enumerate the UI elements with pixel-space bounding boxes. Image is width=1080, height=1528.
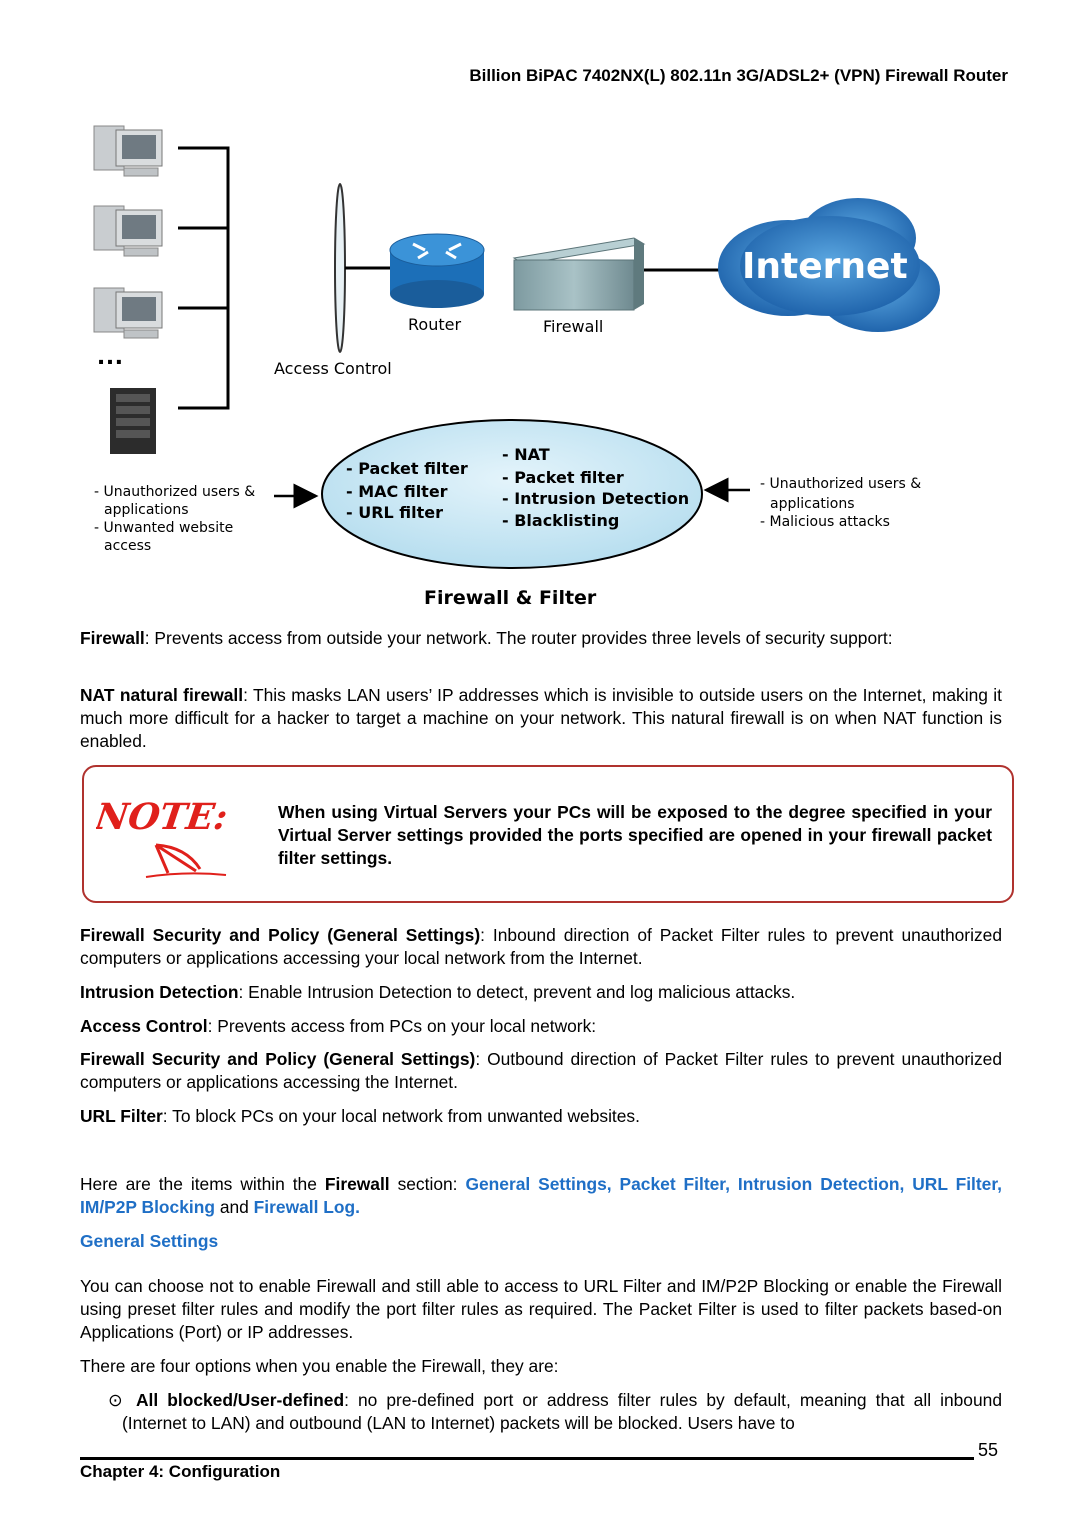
- right-note-line-3: - Malicious attacks: [760, 514, 890, 530]
- router-icon: [389, 233, 485, 308]
- ellipse-left-item-3: - URL filter: [346, 503, 443, 522]
- paragraph-items: Here are the items within the Firewall s…: [80, 1173, 1002, 1219]
- paragraph-url-filter: URL Filter: To block PCs on your local n…: [80, 1105, 1002, 1128]
- text-fsp-outbound: : Outbound direction of Packet Filter ru…: [80, 1049, 1003, 1092]
- diagram-caption: Firewall & Filter: [424, 587, 597, 609]
- term-nat: NAT natural firewall: [80, 685, 244, 705]
- text-all-blocked: : no pre-defined port or address filter …: [122, 1390, 1002, 1433]
- ellipse-right-item-3: - Intrusion Detection: [502, 489, 689, 508]
- ellipse-left-item-1: - Packet filter: [346, 459, 468, 478]
- firewall-diagram: … Access Control Router Firewall Inter: [93, 125, 940, 609]
- left-note-line-1: - Unauthorized users &: [94, 484, 255, 500]
- term-access-control: Access Control: [80, 1016, 208, 1036]
- page-header-title: Billion BiPAC 7402NX(L) 802.11n 3G/ADSL2…: [469, 66, 1008, 85]
- left-note-line-4: access: [104, 538, 151, 554]
- text-url-filter: : To block PCs on your local network fro…: [162, 1106, 640, 1126]
- pc-icon-2: [93, 205, 163, 257]
- paragraph-access-control: Access Control: Prevents access from PCs…: [80, 1015, 1002, 1038]
- term-firewall: Firewall: [80, 628, 145, 648]
- right-note-line-1: - Unauthorized users &: [760, 476, 921, 492]
- items-firewall: Firewall: [324, 1174, 390, 1194]
- note-logo-text: NOTE:: [96, 795, 230, 838]
- text-access-control: : Prevents access from PCs on your local…: [207, 1016, 597, 1036]
- ellipse-left-item-2: - MAC filter: [346, 482, 448, 501]
- left-notes: - Unauthorized users & applications - Un…: [94, 484, 255, 554]
- paragraph-nat: NAT natural firewall: This masks LAN use…: [80, 684, 1002, 753]
- text-intrusion-detection: : Enable Intrusion Detection to detect, …: [238, 982, 796, 1002]
- bullet-all-blocked: ⊙ All blocked/User-defined: no pre-defin…: [108, 1389, 1002, 1435]
- items-and: and: [214, 1197, 254, 1217]
- filter-ellipse: [321, 419, 703, 569]
- server-icon: [110, 388, 156, 454]
- paragraph-intrusion-detection: Intrusion Detection: Enable Intrusion De…: [80, 981, 1002, 1004]
- access-control-label: Access Control: [274, 359, 392, 378]
- paragraph-fsp-inbound: Firewall Security and Policy (General Se…: [80, 924, 1002, 970]
- note-text: When using Virtual Servers your PCs will…: [278, 802, 992, 868]
- router-label: Router: [408, 315, 461, 334]
- text-fsp-inbound: : Inbound direction of Packet Filter rul…: [80, 925, 1003, 968]
- page-number: 55: [978, 1440, 999, 1460]
- internet-cloud-icon: [718, 198, 940, 332]
- term-url-filter: URL Filter: [80, 1106, 163, 1126]
- paragraph-fsp-outbound: Firewall Security and Policy (General Se…: [80, 1048, 1002, 1094]
- paragraph-four-options: There are four options when you enable t…: [80, 1356, 559, 1376]
- section-title-general-settings: General Settings: [80, 1231, 219, 1251]
- ellipse-right-item-4: - Blacklisting: [502, 511, 619, 530]
- left-note-line-3: - Unwanted website: [94, 520, 233, 536]
- items-links[interactable]: General Settings, Packet Filter, Intrusi…: [80, 1174, 1002, 1217]
- footer-chapter: Chapter 4: Configuration: [80, 1462, 281, 1481]
- items-pre: Here are the items within the: [80, 1174, 325, 1194]
- paragraph-firewall: Firewall: Prevents access from outside y…: [80, 627, 1002, 650]
- firewall-label: Firewall: [543, 317, 603, 336]
- right-notes: - Unauthorized users & applications - Ma…: [760, 476, 921, 530]
- pc-icon-1: [93, 125, 163, 177]
- ellipsis-text: …: [96, 339, 124, 370]
- access-control-bar: [334, 183, 346, 353]
- left-note-line-2: applications: [104, 502, 189, 518]
- bullet-icon: ⊙: [108, 1390, 123, 1410]
- ellipse-items: - Packet filter - MAC filter - URL filte…: [346, 445, 689, 530]
- items-mid: section:: [389, 1174, 466, 1194]
- internet-label: Internet: [742, 246, 908, 287]
- note-box: NOTE: When using Virtual Servers your PC…: [82, 765, 1014, 903]
- text-firewall: : Prevents access from outside your netw…: [144, 628, 893, 648]
- term-fsp-inbound: Firewall Security and Policy (General Se…: [80, 925, 481, 945]
- term-all-blocked: All blocked/User-defined: [136, 1390, 345, 1410]
- lan-lines: [178, 146, 230, 410]
- paragraph-general: You can choose not to enable Firewall an…: [80, 1276, 1002, 1342]
- ellipse-right-item-1: - NAT: [502, 445, 550, 464]
- text-nat: : This masks LAN users’ IP addresses whi…: [80, 685, 1002, 751]
- right-note-line-2: applications: [770, 496, 855, 512]
- pc-icon-3: [93, 287, 163, 339]
- term-intrusion-detection: Intrusion Detection: [80, 982, 239, 1002]
- note-logo-icon: NOTE:: [96, 795, 230, 878]
- ellipse-right-item-2: - Packet filter: [502, 468, 624, 487]
- footer-rule: [80, 1457, 974, 1460]
- items-firewall-log-link[interactable]: Firewall Log.: [253, 1197, 360, 1217]
- firewall-wall-icon: [512, 237, 646, 311]
- term-fsp-outbound: Firewall Security and Policy (General Se…: [80, 1049, 476, 1069]
